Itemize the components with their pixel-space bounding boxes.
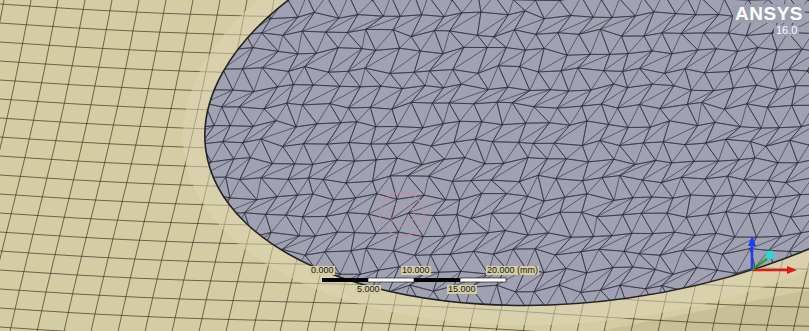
ring-band — [153, 0, 809, 331]
pivot-marker-inner — [390, 202, 414, 226]
ellipse-face — [177, 0, 809, 331]
scale-value: 10.000 — [401, 266, 431, 275]
scale-value: 15.000 — [447, 285, 477, 294]
pivot-marker — [380, 192, 424, 236]
scale-value: 20.000 (mm) — [486, 266, 539, 275]
scale-value: 5.000 — [356, 285, 381, 294]
ellipse-edge — [177, 0, 809, 331]
scale-value: 0.000 — [310, 266, 335, 275]
scale-bar — [322, 278, 506, 282]
version-number: 16.0 — [774, 25, 799, 36]
axis-triad — [748, 236, 797, 274]
product-brand: ANSYS — [733, 4, 805, 23]
